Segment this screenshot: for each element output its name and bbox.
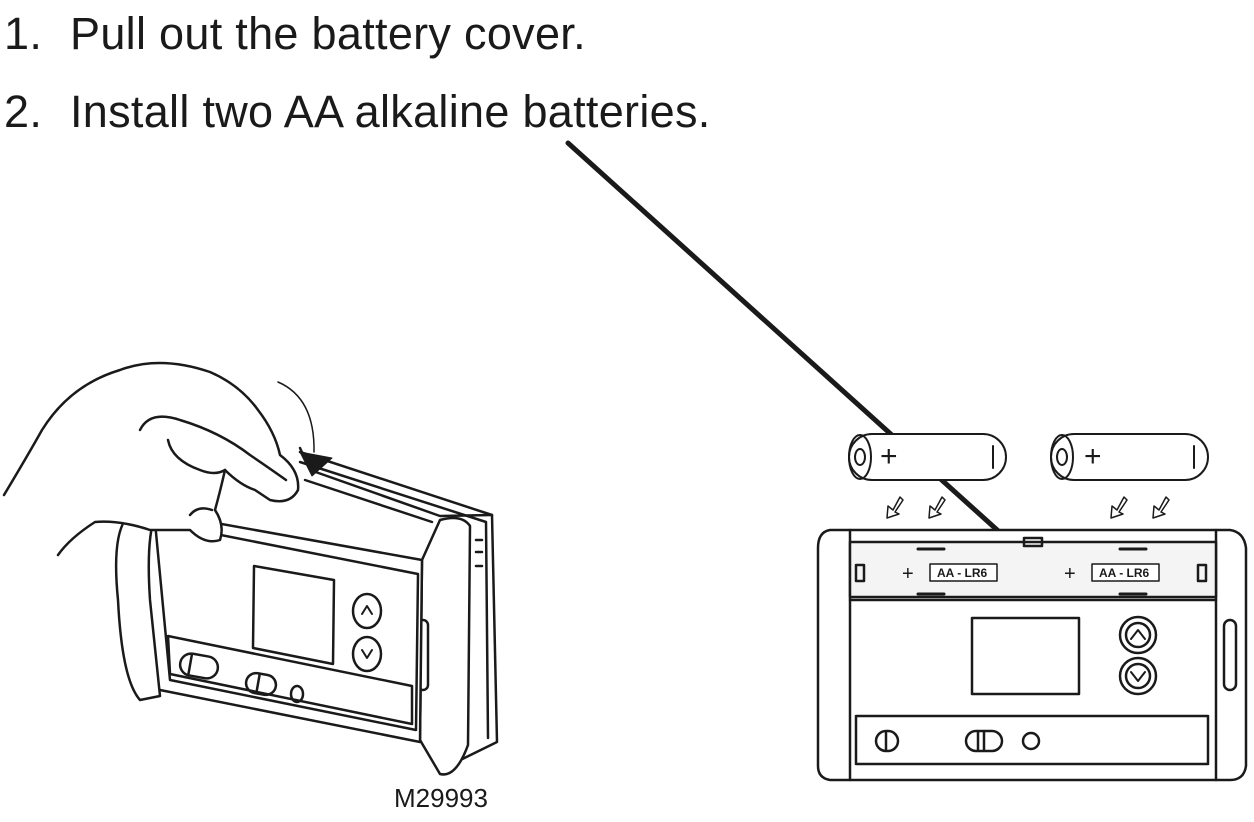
figure-code: M29993: [394, 783, 488, 813]
battery-type-label-right: AA - LR6: [1099, 566, 1150, 580]
hand-illustration: [2, 361, 300, 557]
insert-arrow-icons: [886, 496, 1170, 519]
step-2: 2. Install two AA alkaline batteries.: [4, 86, 711, 138]
battery-left-plus: +: [880, 440, 898, 473]
step-1-number: 1.: [4, 8, 43, 59]
thermostat-left: [114, 446, 499, 776]
compartment-left-plus: +: [902, 563, 914, 585]
battery-type-label-left: AA - LR6: [937, 566, 988, 580]
thermostat-right: [816, 528, 1248, 782]
curved-arrow-icon: [277, 381, 333, 477]
battery-right-plus: +: [1084, 440, 1102, 473]
step-1-text: Pull out the battery cover.: [70, 8, 586, 59]
compartment-right-plus: +: [1064, 563, 1076, 585]
battery-right: [1050, 433, 1209, 481]
step-2-text: Install two AA alkaline batteries.: [70, 86, 711, 137]
battery-left: [848, 433, 1007, 481]
step-1: 1. Pull out the battery cover.: [4, 8, 586, 60]
step-2-number: 2.: [4, 86, 43, 137]
leader-line: [565, 140, 1039, 568]
